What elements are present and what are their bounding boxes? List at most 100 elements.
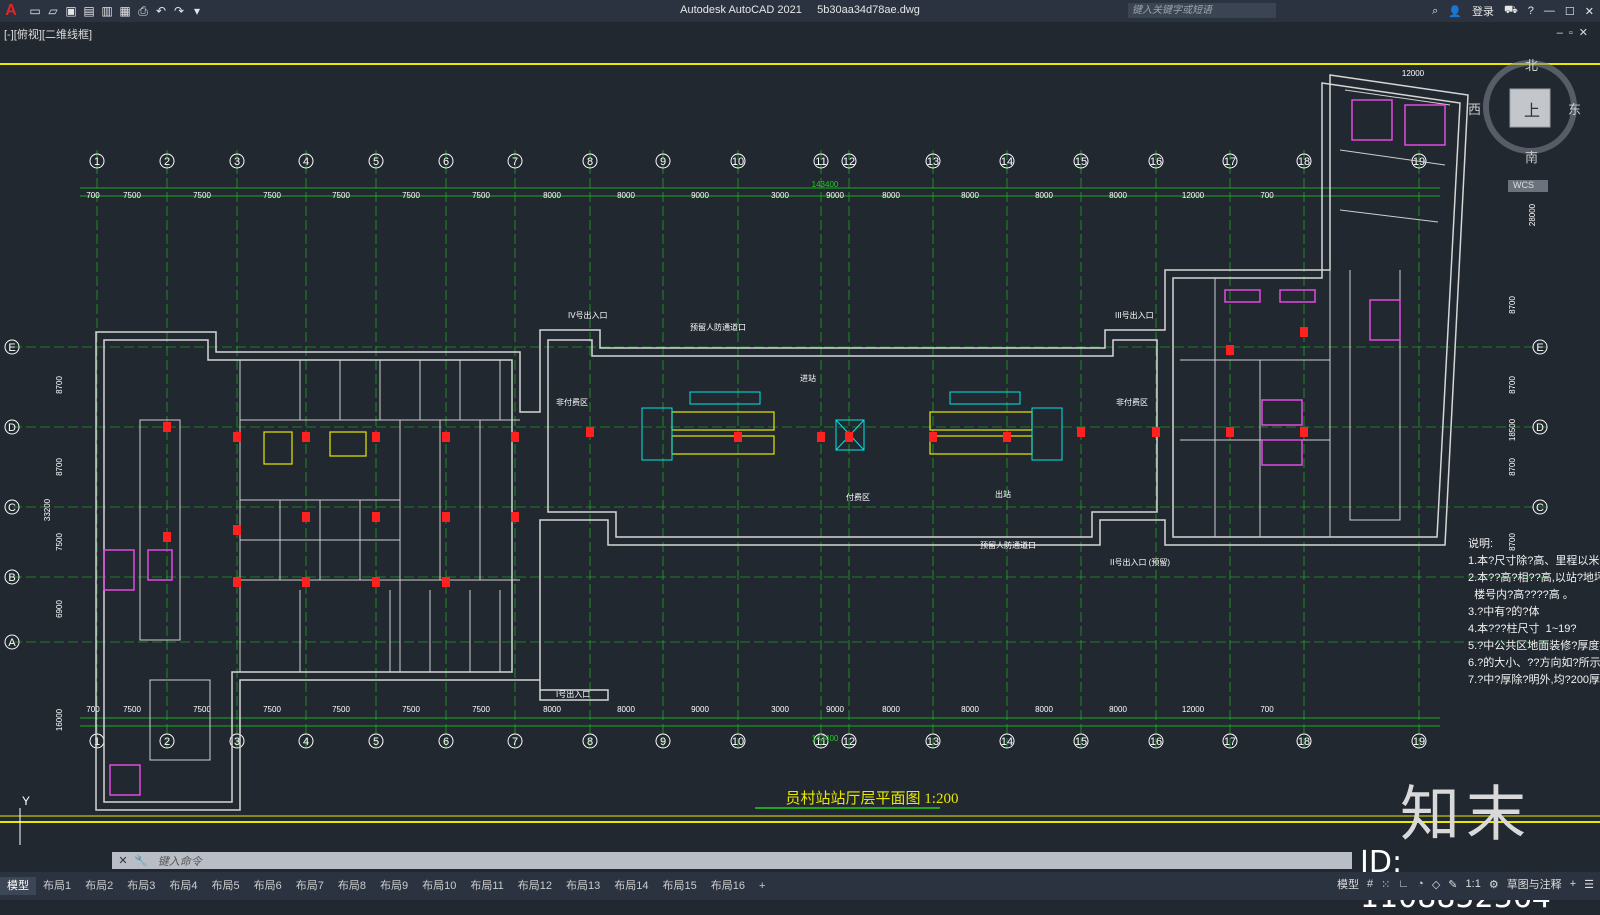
wrench-icon[interactable]: 🔧 — [134, 855, 148, 867]
wcs-menu[interactable]: WCS — [1513, 180, 1534, 190]
customize-dropdown-icon[interactable]: ▾ — [193, 4, 201, 18]
left-block-inner-wall — [103, 339, 513, 803]
status-bar: 模型 # ⁙ ∟ ◔ ◇ ✎ 1:1 ⚙ 草图与注释 + ☰ — [1337, 876, 1594, 892]
annotation-icon[interactable]: ✎ — [1448, 878, 1458, 891]
viewcube-east[interactable]: 东 — [1568, 102, 1582, 117]
search-icon[interactable]: ⌕ — [1432, 4, 1439, 17]
workspace-switch[interactable]: 草图与注释 — [1506, 879, 1562, 891]
print-icon[interactable]: ⎙ — [138, 4, 148, 18]
grid-number: 9 — [660, 156, 666, 168]
tab-layout[interactable]: 布局11 — [470, 880, 504, 892]
tab-model[interactable]: 模型 — [0, 877, 36, 895]
close-icon[interactable]: ✕ — [1584, 5, 1594, 18]
model-space-button[interactable]: 模型 — [1337, 879, 1360, 891]
tab-layout[interactable]: 布局16 — [710, 880, 746, 892]
maximize-icon[interactable]: ☐ — [1564, 5, 1575, 18]
right-dimension-value: 8700 — [1508, 296, 1517, 314]
grid-bubble — [1296, 153, 1312, 169]
viewcube-north[interactable]: 北 — [1525, 58, 1539, 73]
close-command-icon[interactable]: ✕ — [118, 855, 128, 867]
gear-icon[interactable]: ⚙ — [1488, 878, 1499, 891]
add-layout-icon[interactable]: + — [759, 880, 766, 892]
grid-bubble — [813, 153, 829, 169]
grid-number: 9 — [660, 736, 666, 748]
tab-layout[interactable]: 布局3 — [127, 880, 156, 892]
tab-layout[interactable]: 布局12 — [517, 880, 553, 892]
login-link[interactable]: 登录 — [1471, 6, 1494, 18]
quick-access-toolbar: ▭ ▱ ▣ ▤ ▥ ▦ ⎙ ↶ ↷ ▾ — [28, 4, 204, 18]
undo-icon[interactable]: ↶ — [155, 4, 167, 18]
grid-bubble — [1296, 733, 1312, 749]
open-file-icon[interactable]: ▱ — [48, 4, 58, 18]
search-input[interactable]: 键入关键字或短语 — [1128, 3, 1276, 18]
viewcube[interactable]: 北 南 东 西 上 WCS — [1468, 55, 1590, 205]
grid-letter: E — [8, 342, 15, 354]
user-icon[interactable]: 👤 — [1448, 5, 1462, 18]
grid-number: 10 — [732, 156, 744, 168]
tab-layout[interactable]: 布局15 — [662, 880, 697, 892]
tab-layout[interactable]: 布局1 — [43, 880, 72, 892]
plus-icon[interactable]: + — [1569, 878, 1577, 890]
tab-layout[interactable]: 布局9 — [380, 880, 409, 892]
top-dimension-value: 3000 — [771, 191, 789, 200]
annotation-scale[interactable]: 1:1 — [1465, 878, 1481, 890]
title-bar-right: ⌕ 👤 登录 ⛟ ? — ☐ ✕ — [1432, 3, 1594, 19]
grid-bubble — [1148, 733, 1164, 749]
title-bar: A ▭ ▱ ▣ ▤ ▥ ▦ ⎙ ↶ ↷ ▾ Autodesk AutoCAD 2… — [0, 0, 1600, 22]
save-as-icon[interactable]: ▤ — [83, 4, 95, 18]
grid-bubble — [368, 733, 384, 749]
tab-layout[interactable]: 布局7 — [295, 880, 324, 892]
document-window-controls[interactable]: –▫✕ — [1556, 27, 1594, 39]
command-line[interactable]: ✕ 🔧 键入命令 — [112, 852, 1352, 869]
customization-icon[interactable]: ☰ — [1584, 878, 1594, 891]
save-icon[interactable]: ▣ — [65, 4, 77, 18]
command-input[interactable]: 键入命令 — [157, 855, 202, 868]
grid-bubble — [1532, 339, 1548, 355]
bottom-dimension-value: 7500 — [402, 705, 420, 714]
right-dimension-value: 8700 — [1508, 533, 1517, 551]
column — [1226, 427, 1234, 437]
grid-bubble — [4, 569, 20, 585]
column — [1077, 427, 1085, 437]
snap-icon[interactable]: ⁙ — [1381, 878, 1391, 891]
tab-layout[interactable]: 布局10 — [422, 880, 457, 892]
grid-icon[interactable]: # — [1367, 878, 1374, 890]
grid-letter: D — [8, 422, 16, 434]
autocad-logo-icon[interactable]: A — [5, 2, 17, 19]
right-total-dimension: 28000 — [1528, 203, 1537, 226]
viewport-controls-label[interactable]: [-][俯视][二维线框] — [4, 29, 92, 41]
tab-layout[interactable]: 布局14 — [614, 880, 649, 892]
tab-layout[interactable]: 布局4 — [169, 880, 198, 892]
tab-layout[interactable]: 布局6 — [253, 880, 282, 892]
note-line: 楼号内?高????高 。 — [1468, 589, 1574, 601]
polar-icon[interactable]: ◔ — [1417, 878, 1424, 890]
tab-layout[interactable]: 布局2 — [85, 880, 114, 892]
bottom-dimension-value: 7500 — [332, 705, 350, 714]
osnap-icon[interactable]: ◇ — [1431, 878, 1441, 891]
equipment-10 — [109, 764, 141, 796]
new-file-icon[interactable]: ▭ — [29, 4, 41, 18]
publish-icon[interactable]: ▥ — [101, 4, 113, 18]
viewcube-top-face[interactable]: 上 — [1524, 103, 1541, 120]
top-dimension-value: 12000 — [1182, 191, 1205, 200]
viewcube-west[interactable]: 西 — [1468, 102, 1482, 117]
grid-number: 6 — [443, 156, 449, 168]
viewcube-south[interactable]: 南 — [1525, 150, 1539, 165]
tab-layout[interactable]: 布局13 — [566, 880, 601, 892]
note-line: 4.本???柱尺寸 1~19? — [1468, 623, 1577, 635]
drawing-canvas[interactable]: 1122334455667788991010111112121313141415… — [0, 40, 1600, 845]
grid-bubble — [582, 153, 598, 169]
cart-icon[interactable]: ⛟ — [1503, 4, 1518, 16]
grid-number: 15 — [1075, 736, 1087, 748]
label-ramp-top: 预留人防通道口 — [690, 322, 746, 332]
top-dimension-value: 700 — [1260, 191, 1274, 200]
help-icon[interactable]: ? — [1527, 5, 1534, 17]
column — [1300, 427, 1308, 437]
tab-layout[interactable]: 布局5 — [211, 880, 240, 892]
ortho-icon[interactable]: ∟ — [1398, 878, 1410, 890]
equipment-4 — [1279, 289, 1316, 303]
redo-icon[interactable]: ↷ — [173, 4, 185, 18]
plot-icon[interactable]: ▦ — [119, 4, 131, 18]
minimize-icon[interactable]: — — [1543, 5, 1555, 17]
tab-layout[interactable]: 布局8 — [337, 880, 366, 892]
